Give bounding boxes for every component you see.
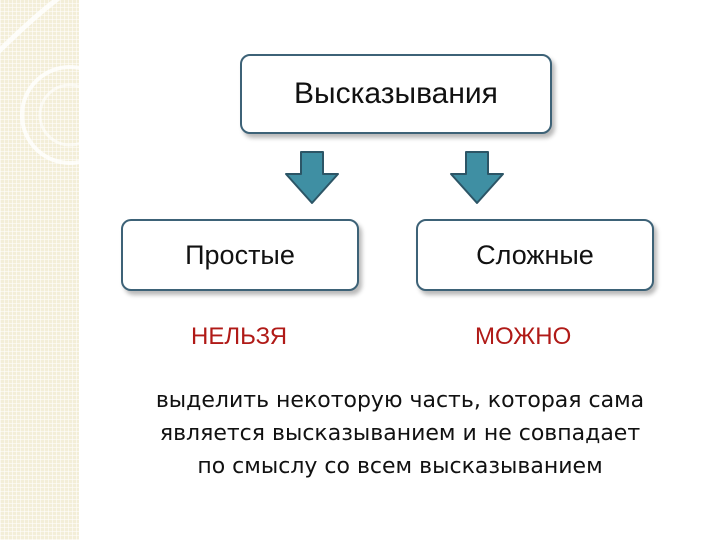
description-line: является высказыванием и не совпадает — [159, 421, 641, 446]
simple-caption: НЕЛЬЗЯ — [191, 323, 288, 350]
description-text: выделить некоторую часть, которая сама я… — [100, 384, 700, 483]
down-arrow-icon — [285, 151, 339, 204]
description-line: выделить некоторую часть, которая сама — [155, 388, 645, 413]
child-node-complex-box: Сложные — [416, 219, 654, 291]
decorative-curves-icon — [0, 0, 79, 165]
root-node-box: Высказывания — [240, 54, 552, 134]
decorative-sidebar-strip — [0, 0, 79, 540]
child-node-simple-label: Простые — [185, 239, 295, 270]
child-node-complex-label: Сложные — [476, 239, 594, 270]
root-node-label: Высказывания — [294, 77, 498, 110]
description-line: по смыслу со всем высказыванием — [197, 454, 603, 479]
child-node-simple-box: Простые — [121, 219, 359, 291]
complex-caption: МОЖНО — [475, 323, 572, 350]
down-arrow-icon — [450, 151, 504, 204]
